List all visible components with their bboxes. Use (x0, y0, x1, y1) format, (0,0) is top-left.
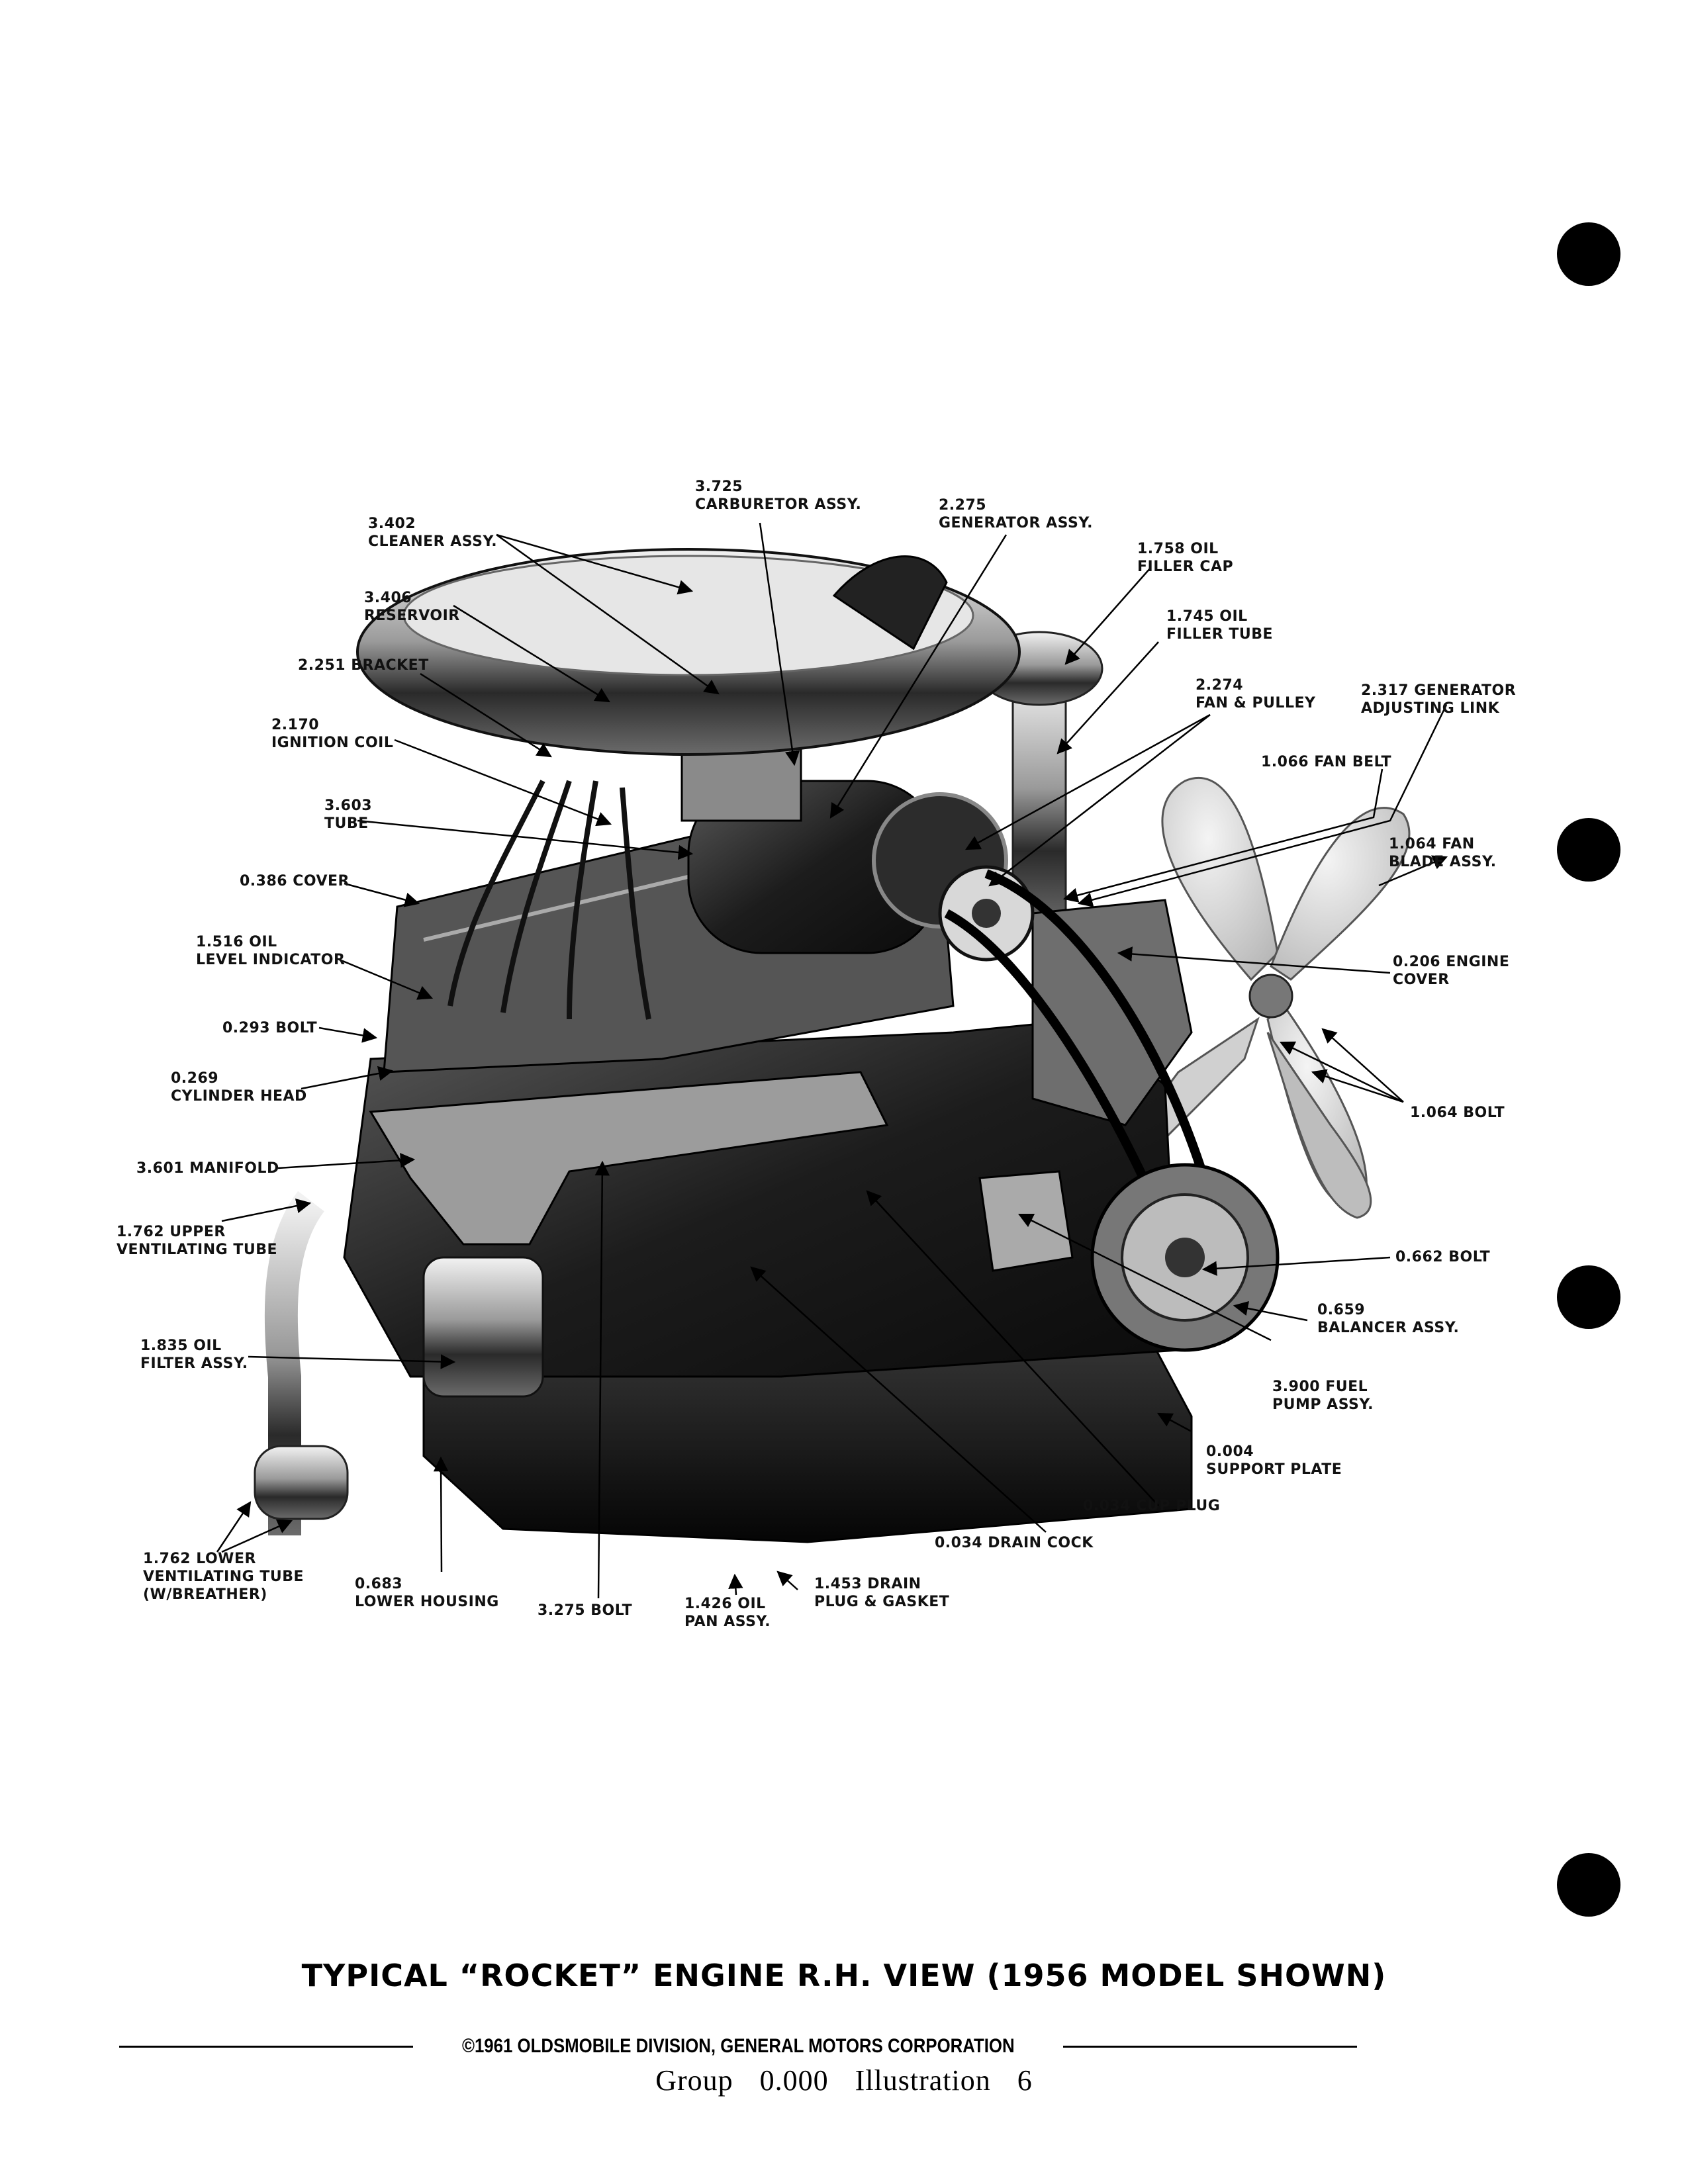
label-ignition-coil: 2.170 IGNITION COIL (271, 717, 394, 751)
group-label: Group (655, 2064, 733, 2097)
footer-copyright-row: ©1961 OLDSMOBILE DIVISION, GENERAL MOTOR… (119, 2033, 1357, 2060)
leader-lines (216, 522, 1448, 1599)
binder-hole-4 (1557, 1853, 1620, 1917)
label-fan-pulley: 2.274 FAN & PULLEY (1196, 677, 1316, 711)
label-oil-filter: 1.835 OIL FILTER ASSY. (140, 1338, 248, 1372)
label-balancer: 0.659 BALANCER ASSY. (1317, 1302, 1460, 1336)
spark-wires (447, 780, 651, 1020)
label-fan-belt: 1.066 FAN BELT (1261, 754, 1392, 770)
binder-hole-1 (1557, 222, 1620, 286)
engine-drawing (254, 548, 1411, 1543)
label-generator: 2.275 GENERATOR ASSY. (939, 497, 1093, 531)
front-cover-shape (1031, 899, 1193, 1126)
label-oil-filler-tube: 1.745 OIL FILLER TUBE (1166, 608, 1274, 643)
breather-cap (254, 1445, 349, 1520)
label-upper-vent: 1.762 UPPER VENTILATING TUBE (117, 1224, 277, 1258)
illustration-label: Illustration (855, 2064, 991, 2097)
group-number: 0.000 (759, 2064, 829, 2097)
label-fan-blade: 1.064 FAN BLADE ASSY. (1389, 836, 1497, 870)
label-oil-pan: 1.426 OIL PAN ASSY. (684, 1596, 771, 1630)
lower-vent-pipe (264, 1191, 325, 1535)
label-lower-housing: 0.683 LOWER HOUSING (355, 1576, 499, 1610)
label-lower-vent: 1.762 LOWER VENTILATING TUBE (W/BREATHER… (143, 1551, 304, 1603)
binder-hole-3 (1557, 1265, 1620, 1329)
label-generator-link: 2.317 GENERATOR ADJUSTING LINK (1361, 682, 1517, 717)
footer-rule-left (119, 2045, 413, 2048)
label-drain-cock: 0.034 DRAIN COCK (935, 1535, 1094, 1551)
label-oil-level: 1.516 OIL LEVEL INDICATOR (196, 934, 346, 968)
label-cup-plug: 0.034 CUP PLUG (1083, 1498, 1221, 1514)
label-engine-cover: 0.206 ENGINE COVER (1393, 954, 1510, 988)
footer-rule-right (1063, 2045, 1357, 2048)
label-carburetor: 3.725 CARBURETOR ASSY. (695, 478, 862, 513)
label-bolt-662: 0.662 BOLT (1395, 1249, 1491, 1265)
illustration-number: 6 (1017, 2064, 1033, 2097)
label-drain-plug: 1.453 DRAIN PLUG & GASKET (814, 1576, 950, 1610)
label-reservoir: 3.406 RESERVOIR (364, 590, 460, 624)
binder-hole-2 (1557, 818, 1620, 882)
label-bracket: 2.251 BRACKET (298, 657, 429, 674)
exhaust-manifold-shape (369, 1071, 889, 1246)
label-support-plate: 0.004 SUPPORT PLATE (1206, 1443, 1342, 1478)
oil-filter-shape (422, 1256, 544, 1398)
group-illustration-line: Group 0.000 Illustration 6 (0, 2064, 1688, 2097)
label-fuel-pump: 3.900 FUEL PUMP ASSY. (1272, 1379, 1374, 1413)
label-manifold: 3.601 MANIFOLD (136, 1160, 279, 1177)
fan-blades (1137, 776, 1411, 1219)
label-tube: 3.603 TUBE (324, 797, 373, 832)
label-bolt-293: 0.293 BOLT (222, 1020, 318, 1036)
label-cleaner: 3.402 CLEANER ASSY. (368, 516, 498, 550)
label-cylinder-head: 0.269 CYLINDER HEAD (171, 1070, 307, 1105)
label-bolt-1064: 1.064 BOLT (1410, 1105, 1505, 1121)
page-caption: TYPICAL “ROCKET” ENGINE R.H. VIEW (1956 … (301, 1958, 1387, 1993)
label-cover: 0.386 COVER (240, 873, 350, 889)
label-bolt-3275: 3.275 BOLT (538, 1602, 633, 1619)
label-oil-filler-cap: 1.758 OIL FILLER CAP (1137, 541, 1234, 575)
fuel-pump-shape (978, 1170, 1074, 1272)
copyright-text: ©1961 OLDSMOBILE DIVISION, GENERAL MOTOR… (461, 2035, 1015, 2057)
